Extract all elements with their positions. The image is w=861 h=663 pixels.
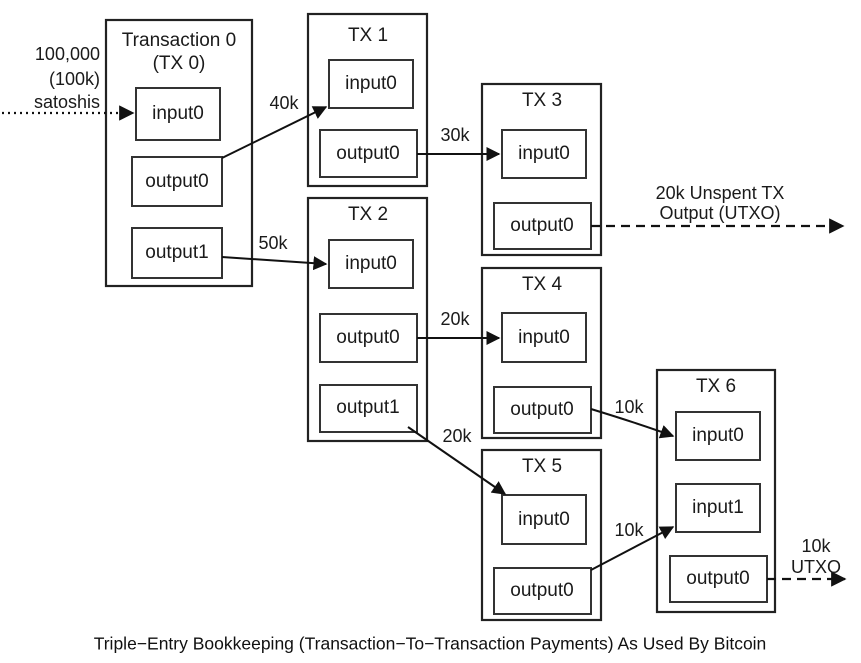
source-label-line3: satoshis <box>34 92 100 112</box>
tx2-output1-label: output1 <box>336 397 399 418</box>
tx5-input0-box[interactable] <box>501 494 587 545</box>
tx2-input0-box[interactable] <box>328 239 414 289</box>
transaction-tx1[interactable]: TX 1 input0 output0 <box>306 12 429 188</box>
tx4-output0-label: output0 <box>510 399 573 420</box>
flow-10k-input0-line <box>590 408 675 439</box>
flow-30k-amount: 30k <box>440 125 470 145</box>
flow-40k-line <box>221 106 328 159</box>
flow-50k-line <box>221 256 328 271</box>
utxo-top-label: 20k Unspent TX Output (UTXO) <box>656 183 785 223</box>
tx5-title: TX 5 <box>522 456 562 477</box>
tx0-input0-box[interactable] <box>135 87 221 141</box>
tx1-input0-box[interactable] <box>328 59 414 109</box>
flow-10k-input1-line <box>590 526 675 571</box>
tx4-output0-box[interactable] <box>493 386 592 434</box>
tx4-title: TX 4 <box>522 274 563 295</box>
diagram-caption: Triple−Entry Bookkeeping (Transaction−To… <box>94 634 767 654</box>
transaction-tx4[interactable]: TX 4 input0 output0 <box>480 266 603 440</box>
tx2-output0-label: output0 <box>336 327 399 348</box>
flow-10k-input1-amount: 10k <box>614 520 644 540</box>
tx2-input0-label: input0 <box>345 253 397 274</box>
flow-50k-amount: 50k <box>258 233 288 253</box>
tx2-output0-box[interactable] <box>319 313 418 363</box>
flow-10k-input0-amount: 10k <box>614 397 644 417</box>
tx3-title: TX 3 <box>522 90 562 111</box>
utxo-bottom-line1: 10k <box>801 536 831 556</box>
tx2-output1-box[interactable] <box>319 384 418 433</box>
tx6-output0-label: output0 <box>686 568 749 589</box>
utxo-bottom-label: 10k UTXO <box>791 536 841 577</box>
tx1-title: TX 1 <box>348 25 388 46</box>
tx6-output0-box[interactable] <box>669 555 768 603</box>
tx3-input0-label: input0 <box>518 143 570 164</box>
tx2-title: TX 2 <box>348 204 388 225</box>
tx3-output0-label: output0 <box>510 215 573 236</box>
tx5-input0-label: input0 <box>518 509 570 530</box>
tx0-input0-label: input0 <box>152 103 204 124</box>
tx4-input0-label: input0 <box>518 327 570 348</box>
tx6-input0-label: input0 <box>692 425 744 446</box>
source-amount-label: 100,000 (100k) satoshis <box>34 44 100 112</box>
tx0-title-line1: Transaction 0 <box>122 30 236 51</box>
transaction-tx3[interactable]: TX 3 input0 output0 <box>480 82 603 257</box>
transaction-tx5[interactable]: TX 5 input0 output0 <box>480 448 603 622</box>
transaction-tx2[interactable]: TX 2 input0 output0 output1 <box>306 196 429 443</box>
tx3-input0-box[interactable] <box>501 129 587 179</box>
tx0-output1-box[interactable] <box>131 227 223 279</box>
transaction-tx0[interactable]: Transaction 0 (TX 0) input0 output0 outp… <box>104 18 254 288</box>
tx0-output1-label: output1 <box>145 242 208 263</box>
flow-40k-amount: 40k <box>269 93 299 113</box>
flow-20k-tx4-amount: 20k <box>440 309 470 329</box>
tx5-output0-label: output0 <box>510 580 573 601</box>
transaction-tx6[interactable]: TX 6 input0 input1 output0 <box>655 368 777 614</box>
utxo-bottom-line2: UTXO <box>791 557 841 577</box>
tx6-input1-box[interactable] <box>675 483 761 533</box>
source-label-line1: 100,000 <box>35 44 100 64</box>
tx6-input0-box[interactable] <box>675 411 761 461</box>
tx1-input0-label: input0 <box>345 73 397 94</box>
source-label-line2: (100k) <box>49 69 100 89</box>
tx5-output0-box[interactable] <box>493 567 592 615</box>
tx0-output0-box[interactable] <box>131 156 223 207</box>
tx0-output0-label: output0 <box>145 171 208 192</box>
flow-20k-tx5-amount: 20k <box>442 426 472 446</box>
tx6-title: TX 6 <box>696 376 736 397</box>
flow-20k-tx5-line <box>407 426 507 495</box>
utxo-top-line1: 20k Unspent TX <box>656 183 785 203</box>
tx0-title-line2: (TX 0) <box>153 53 206 74</box>
utxo-top-line2: Output (UTXO) <box>659 203 780 223</box>
tx1-output0-label: output0 <box>336 143 399 164</box>
tx4-input0-box[interactable] <box>501 312 587 363</box>
tx6-input1-label: input1 <box>692 497 744 518</box>
